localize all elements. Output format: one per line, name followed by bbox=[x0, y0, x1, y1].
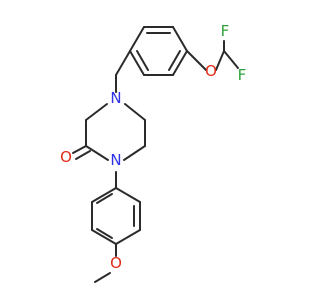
atom-n4: N bbox=[110, 89, 121, 107]
piperazinone-ring bbox=[85, 103, 146, 161]
benzyl-ch2-bond bbox=[115, 50, 131, 76]
o-methyl-bond bbox=[94, 272, 111, 283]
atom-f-top: F bbox=[221, 22, 230, 40]
lower-benzene-ring bbox=[91, 187, 141, 245]
molecule-svg: N N O O F F O bbox=[60, 22, 247, 283]
atom-o-carbonyl: O bbox=[60, 148, 72, 166]
upper-benzene-ring bbox=[129, 26, 188, 76]
atom-o-methoxy: O bbox=[110, 254, 122, 272]
atom-f-right: F bbox=[238, 66, 247, 84]
atom-o-ether: O bbox=[205, 62, 217, 80]
atom-n1: N bbox=[110, 151, 121, 169]
carbonyl-group bbox=[72, 145, 91, 160]
difluoromethoxy-group bbox=[186, 40, 239, 71]
structure-diagram: N N O O F F O bbox=[60, 22, 247, 283]
